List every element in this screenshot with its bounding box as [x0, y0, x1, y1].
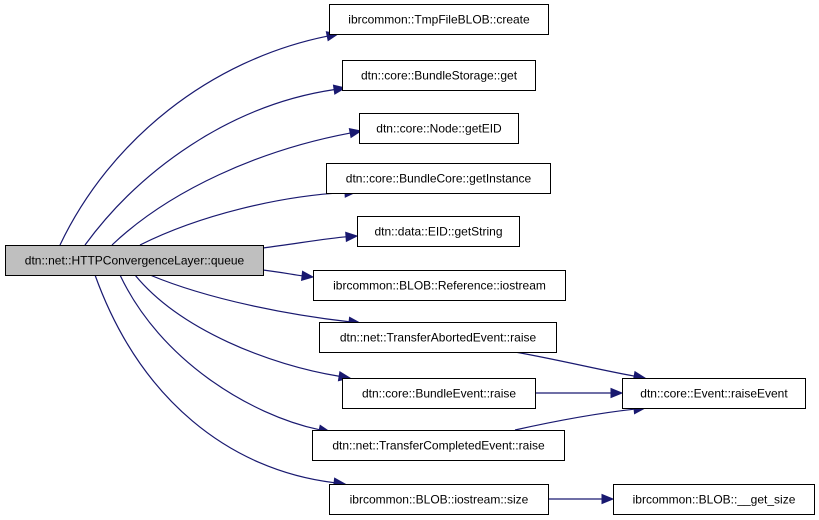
edge-line — [111, 132, 351, 246]
node-tmpfile-create[interactable]: ibrcommon::TmpFileBLOB::create — [329, 4, 549, 35]
edge-root-to-ref-iostream — [262, 269, 315, 281]
node-label: dtn::core::BundleEvent::raise — [362, 387, 516, 401]
edge-line — [94, 274, 335, 484]
node-label: dtn::net::TransferCompletedEvent::raise — [332, 439, 545, 453]
node-label: dtn::core::BundleCore::getInstance — [346, 172, 532, 186]
node-core-getinstance[interactable]: dtn::core::BundleCore::getInstance — [326, 163, 551, 194]
edge-line — [84, 89, 335, 246]
node-box[interactable] — [357, 216, 520, 247]
arrowhead-icon — [601, 493, 615, 505]
node-label: dtn::core::Node::getEID — [376, 122, 502, 136]
edge-line — [262, 269, 303, 277]
node-label: dtn::data::EID::getString — [374, 225, 502, 239]
edge-aborted-raise-to-event-raiseevent — [514, 351, 647, 382]
node-box[interactable] — [622, 378, 806, 409]
node-label: dtn::core::Event::raiseEvent — [640, 387, 788, 401]
node-ref-iostream[interactable]: ibrcommon::BLOB::Reference::iostream — [313, 270, 566, 301]
node-box[interactable] — [329, 4, 549, 35]
node-label: ibrcommon::TmpFileBLOB::create — [348, 13, 530, 27]
edge-line — [514, 408, 635, 431]
node-storage-get[interactable]: dtn::core::BundleStorage::get — [342, 60, 536, 91]
node-iostream-size[interactable]: ibrcommon::BLOB::iostream::size — [329, 484, 549, 515]
node-box[interactable] — [359, 113, 519, 144]
node-box[interactable] — [342, 378, 536, 409]
edge-line — [59, 35, 328, 246]
node-node-geteid[interactable]: dtn::core::Node::getEID — [359, 113, 519, 144]
node-box[interactable] — [319, 322, 557, 353]
edge-line — [139, 191, 346, 246]
edge-line — [514, 351, 635, 377]
arrowhead-icon — [610, 387, 624, 399]
edge-line — [262, 236, 347, 249]
node-label: ibrcommon::BLOB::__get_size — [633, 493, 796, 507]
edge-bundleevent-raise-to-event-raiseevent — [535, 387, 624, 399]
node-event-raiseevent[interactable]: dtn::core::Event::raiseEvent — [622, 378, 806, 409]
node-blob-get-size[interactable]: ibrcommon::BLOB::__get_size — [613, 484, 815, 515]
node-label: dtn::net::HTTPConvergenceLayer::queue — [25, 254, 245, 268]
node-bundleevent-raise[interactable]: dtn::core::BundleEvent::raise — [342, 378, 536, 409]
edge-line — [149, 274, 350, 323]
node-root[interactable]: dtn::net::HTTPConvergenceLayer::queue — [5, 245, 264, 276]
edge-line — [134, 274, 340, 377]
node-box[interactable] — [342, 60, 536, 91]
node-label: dtn::net::TransferAbortedEvent::raise — [340, 331, 537, 345]
node-eid-getstring[interactable]: dtn::data::EID::getString — [357, 216, 520, 247]
edge-root-to-iostream-size — [94, 274, 347, 488]
edge-root-to-tmpfile-create — [59, 31, 340, 246]
root-node-box[interactable] — [5, 245, 264, 276]
node-label: ibrcommon::BLOB::iostream::size — [350, 493, 529, 507]
edge-root-to-eid-getstring — [262, 231, 359, 249]
node-label: ibrcommon::BLOB::Reference::iostream — [333, 279, 546, 293]
edge-root-to-node-geteid — [111, 127, 363, 246]
node-box[interactable] — [326, 163, 551, 194]
edge-line — [119, 274, 320, 431]
node-aborted-raise[interactable]: dtn::net::TransferAbortedEvent::raise — [319, 322, 557, 353]
node-box[interactable] — [613, 484, 815, 515]
edge-iostream-size-to-blob-get-size — [548, 493, 615, 505]
node-completed-raise[interactable]: dtn::net::TransferCompletedEvent::raise — [312, 430, 565, 461]
arrowhead-icon — [300, 270, 315, 281]
node-box[interactable] — [329, 484, 549, 515]
edge-root-to-core-getinstance — [139, 187, 358, 246]
arrowhead-icon — [345, 231, 359, 243]
arrowhead-icon — [348, 127, 363, 139]
node-box[interactable] — [313, 270, 566, 301]
edge-root-to-storage-get — [84, 84, 347, 246]
node-label: dtn::core::BundleStorage::get — [361, 69, 518, 83]
nodes-layer: dtn::net::HTTPConvergenceLayer::queueibr… — [5, 4, 815, 515]
node-box[interactable] — [312, 430, 565, 461]
